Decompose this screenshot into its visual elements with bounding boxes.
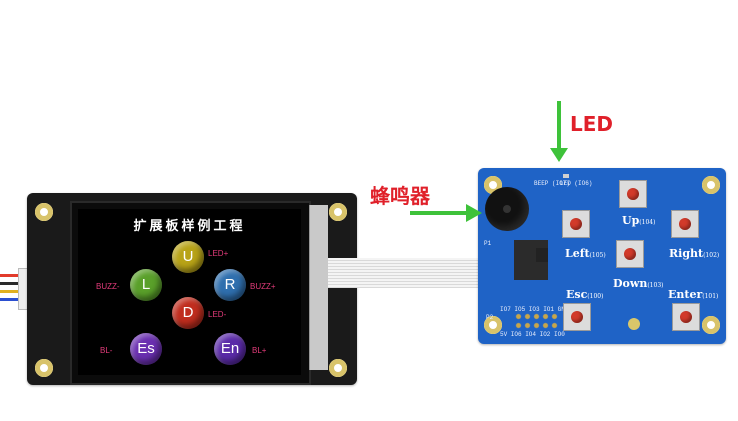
key-esc-code: (100): [587, 293, 604, 300]
key-left-label: Left(105): [565, 247, 606, 260]
mount-hole: [35, 203, 53, 221]
key-left-text: Left: [565, 247, 590, 260]
mount-hole: [702, 176, 720, 194]
key-esc-label: Esc(100): [566, 288, 603, 301]
mount-hole: [329, 359, 347, 377]
arrow-down-icon-head: [550, 148, 568, 162]
key-right[interactable]: [671, 210, 699, 238]
key-up-text: Up: [622, 214, 640, 227]
key-left[interactable]: [562, 210, 590, 238]
screen-title: 扩展板样例工程: [133, 219, 246, 234]
tag-buzz-plus: BUZZ+: [250, 282, 276, 291]
arrow-down-icon: [557, 101, 561, 151]
flex-cable: [302, 258, 482, 288]
led-indicator: [563, 174, 569, 178]
mount-hole: [484, 316, 502, 334]
key-up[interactable]: [619, 180, 647, 208]
lcd-screen: 扩展板样例工程 U L R D Es En LED+ BUZZ- BUZZ+ L…: [70, 201, 311, 385]
buzzer: [485, 187, 529, 231]
key-esc-text: Esc: [566, 288, 588, 301]
key-left-code: (105): [589, 252, 606, 259]
tag-led-plus: LED+: [208, 249, 229, 258]
button-r[interactable]: R: [214, 269, 246, 301]
mount-hole: [329, 203, 347, 221]
silk-pins-bottom: 5V IO6 IO4 IO2 IO0: [500, 331, 565, 338]
tag-bl-minus: BL-: [100, 346, 113, 355]
key-right-text: Right: [669, 247, 704, 260]
pin-header: [514, 312, 560, 330]
button-d[interactable]: D: [172, 297, 204, 329]
arrow-right-icon: [410, 211, 470, 215]
mount-hole: [35, 359, 53, 377]
key-up-label: Up(104): [622, 214, 655, 227]
button-es[interactable]: Es: [130, 333, 162, 365]
button-l[interactable]: L: [130, 269, 162, 301]
key-up-code: (104): [639, 219, 656, 226]
arrow-right-icon-head: [466, 204, 482, 222]
button-u[interactable]: U: [172, 241, 204, 273]
silk-p2: P2: [486, 314, 494, 321]
key-enter-text: Enter: [668, 288, 703, 301]
mount-hole: [702, 316, 720, 334]
silk-led: LED (IO6): [560, 180, 593, 187]
annotation-led: LED: [570, 112, 614, 136]
ic-chip: [536, 248, 548, 262]
key-right-label: Right(102): [669, 247, 719, 260]
annotation-buzzer: 蜂鸣器: [370, 184, 430, 208]
key-down-code: (103): [647, 282, 664, 289]
tag-buzz-minus: BUZZ-: [96, 282, 120, 291]
key-enter-code: (101): [702, 293, 719, 300]
key-right-code: (102): [703, 252, 720, 259]
key-enter-label: Enter(101): [668, 288, 718, 301]
tag-led-minus: LED-: [208, 310, 227, 319]
key-esc[interactable]: [563, 303, 591, 331]
key-down[interactable]: [616, 240, 644, 268]
button-en[interactable]: En: [214, 333, 246, 365]
key-enter[interactable]: [672, 303, 700, 331]
key-down-label: Down(103): [613, 277, 663, 290]
silk-beep: BEEP (IO7): [534, 180, 571, 187]
lcd-flex-fold: [309, 205, 328, 370]
tag-bl-plus: BL+: [252, 346, 267, 355]
key-down-text: Down: [613, 277, 648, 290]
test-pad: [628, 318, 640, 330]
silk-p1: P1: [484, 240, 492, 247]
silk-pins-top: IO7 IO5 IO3 IO1 GND: [500, 306, 569, 313]
